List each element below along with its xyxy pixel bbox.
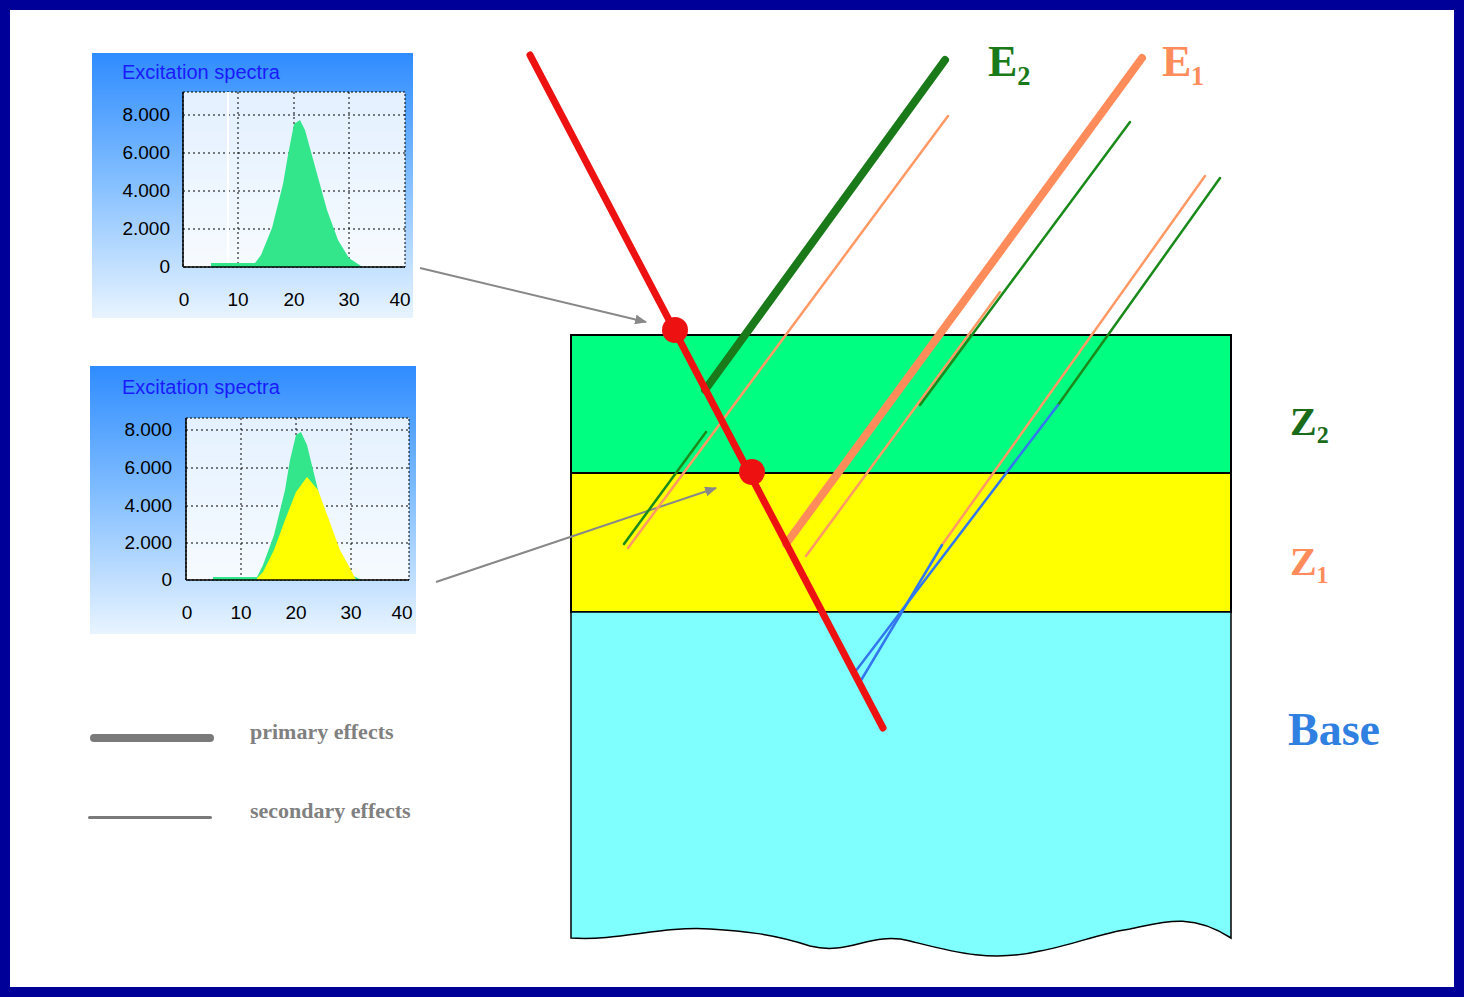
leader-arrow [420, 268, 646, 322]
layer-band: Z₂ [570, 334, 1232, 474]
energy-label: E₁ [1162, 38, 1205, 86]
legend-text: secondary effects [250, 799, 411, 823]
axis-value: 40 [389, 290, 410, 311]
legend-sample [90, 734, 214, 742]
axis-value: 0 [161, 570, 172, 591]
axis-value: 20 [285, 603, 306, 624]
legend-text: primary effects [250, 720, 394, 744]
axis-value: 0 [179, 290, 190, 311]
axis-value: 8.000 [122, 105, 170, 126]
primary-rays [530, 55, 1142, 728]
axis-value: 4.000 [122, 181, 170, 202]
axis-value: 30 [340, 603, 361, 624]
chart-plot [186, 418, 409, 580]
energy-label: E₂ [988, 38, 1031, 86]
axis-value: 40 [391, 603, 412, 624]
axis-value: 10 [227, 290, 248, 311]
leader-arrow [436, 488, 716, 582]
chart-title: Excitation spectra [122, 376, 280, 398]
chart-title: Excitation spectra [122, 61, 280, 83]
axis-value: 6.000 [122, 143, 170, 164]
layer-label: Z₂ [1290, 400, 1329, 444]
axis-value: 4.000 [124, 496, 172, 517]
base-substrate: Base [570, 611, 1232, 971]
axis-value: 8.000 [124, 420, 172, 441]
axis-value: 2.000 [124, 533, 172, 554]
axis-value: 20 [283, 290, 304, 311]
axis-value: 0 [159, 257, 170, 278]
layer-label: Z₁ [1290, 540, 1329, 584]
axis-value: 0 [182, 603, 193, 624]
base-outline [570, 611, 1232, 971]
axis-value: 10 [230, 603, 251, 624]
axis-value: 6.000 [124, 458, 172, 479]
legend-sample [88, 816, 212, 819]
axis-value: 2.000 [122, 219, 170, 240]
axis-value: 30 [338, 290, 359, 311]
chart-plot [183, 92, 405, 267]
layer-label: Base [1288, 705, 1380, 756]
